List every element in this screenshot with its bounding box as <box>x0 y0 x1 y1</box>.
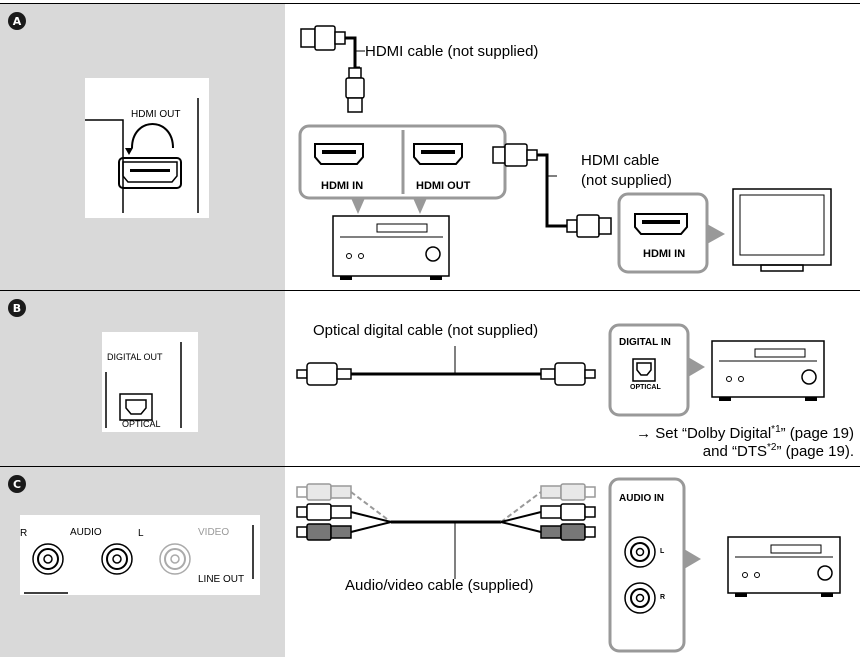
line-out-label: LINE OUT <box>198 574 245 585</box>
section-b: B DIGITAL OUT OPTICAL <box>0 291 860 466</box>
digital-out-label: DIGITAL OUT <box>107 352 163 362</box>
section-a-right: HDMI cable (not supplied) HDMI cable (no… <box>285 4 860 290</box>
rca-plug-right-red-icon <box>540 523 596 541</box>
optical-plug-right-icon <box>540 362 596 386</box>
jack-audio-label: AUDIO <box>70 527 102 538</box>
line-out-port-panel: R AUDIO L VIDEO LINE OUT <box>20 515 260 595</box>
tv-hdmi-in-socket-icon <box>634 213 688 235</box>
rca-plug-right-video-icon <box>540 483 596 501</box>
receiver-hdmi-in-socket-icon <box>314 143 364 165</box>
amp-audio-r-jack-icon <box>624 582 656 614</box>
section-c-diagram <box>296 477 841 653</box>
digital-out-port-panel: DIGITAL OUT OPTICAL <box>102 332 198 432</box>
section-a: A HDMI OUT <box>0 4 860 290</box>
amplifier-b-icon <box>711 340 825 401</box>
settings-note-line2: and “DTS*2” (page 19). <box>702 442 854 460</box>
optical-label: OPTICAL <box>122 419 161 429</box>
av-cable-label: Audio/video cable (supplied) <box>345 577 534 594</box>
audio-r-jack-icon <box>32 543 64 575</box>
amp-digital-in-label: DIGITAL IN <box>619 337 671 348</box>
hdmi-out-port-drawing <box>85 98 199 213</box>
section-b-badge: B <box>8 299 26 317</box>
divider-bc <box>0 466 860 467</box>
amp-audio-in-label: AUDIO IN <box>619 493 664 504</box>
hdmi-out-port-panel: HDMI OUT <box>85 78 209 218</box>
receiver-hdmi-out-socket-icon <box>413 143 463 165</box>
receiver-hdmi-in-label: HDMI IN <box>321 180 364 192</box>
receiver-hdmi-out-label: HDMI OUT <box>416 180 471 192</box>
amplifier-c-icon <box>727 536 841 597</box>
section-b-diagram <box>296 323 825 417</box>
amp-audio-l-jack-icon <box>624 536 656 568</box>
amp-optical-label: OPTICAL <box>630 384 661 391</box>
video-jack-icon <box>159 543 191 575</box>
optical-cable-label: Optical digital cable (not supplied) <box>313 322 539 339</box>
section-c-left: C R <box>0 467 285 657</box>
section-a-badge: A <box>8 12 26 30</box>
amp-r-label: R <box>660 594 666 601</box>
tv-icon <box>732 188 832 272</box>
section-c-badge: C <box>8 475 26 493</box>
section-c-right: Audio/video cable (supplied) AUDIO IN L … <box>285 467 860 657</box>
jack-l-label: L <box>138 528 144 539</box>
line-out-jacks-drawing <box>24 525 254 594</box>
optical-port-drawing <box>105 342 182 428</box>
av-receiver-icon <box>332 215 450 280</box>
rca-plug-left-red-icon <box>296 523 352 541</box>
section-a-left: A HDMI OUT <box>0 4 285 290</box>
section-b-left: B DIGITAL OUT OPTICAL <box>0 291 285 466</box>
section-a-diagram <box>298 25 832 280</box>
settings-note-line1: → Set “Dolby Digital*1” (page 19) <box>636 424 854 442</box>
amp-l-label: L <box>660 548 665 555</box>
rca-plug-left-white-icon <box>296 503 352 521</box>
hdmi-out-port-label: HDMI OUT <box>131 109 181 120</box>
section-b-right: Optical digital cable (not supplied) DIG… <box>285 291 860 466</box>
hdmi-cable-2-label-line2: (not supplied) <box>581 172 672 189</box>
divider-top <box>0 3 860 4</box>
rca-plug-right-white-icon <box>540 503 596 521</box>
hdmi-cable-2-label-line1: HDMI cable <box>581 152 660 169</box>
optical-plug-left-icon <box>296 362 352 386</box>
hdmi-plug-4-icon <box>566 214 612 238</box>
section-c: C R <box>0 467 860 657</box>
jack-r-label: R <box>20 528 28 539</box>
hdmi-cable-1-label: HDMI cable (not supplied) <box>365 43 539 60</box>
hdmi-plug-3-icon <box>492 143 538 167</box>
divider-ab <box>0 290 860 291</box>
tv-hdmi-in-label: HDMI IN <box>643 248 686 260</box>
rca-plug-left-video-icon <box>296 483 352 501</box>
hdmi-plug-2-icon <box>345 67 365 113</box>
amp-optical-socket-icon <box>632 358 656 382</box>
jack-video-label: VIDEO <box>198 527 230 538</box>
audio-l-jack-icon <box>101 543 133 575</box>
hdmi-plug-1-icon <box>300 25 346 51</box>
